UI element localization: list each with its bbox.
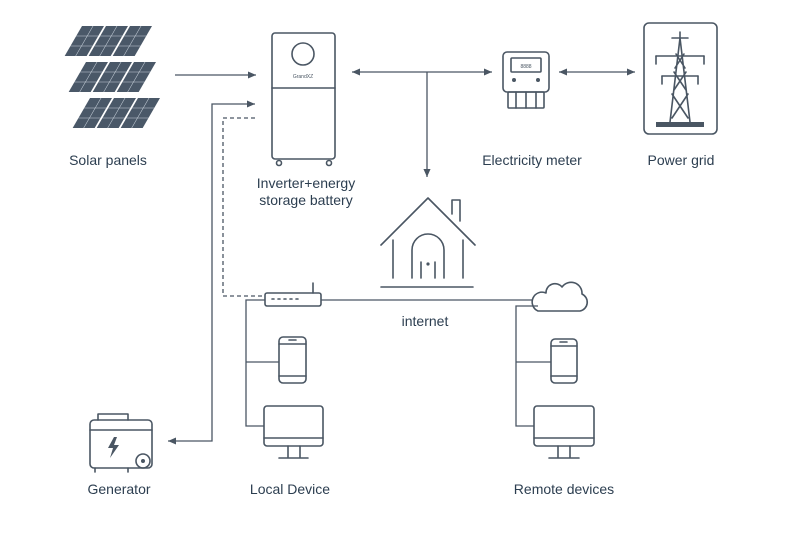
smartphone-icon <box>550 338 578 384</box>
cloud-icon <box>531 281 588 312</box>
solar-panels-label: Solar panels <box>69 152 147 168</box>
inverter-battery-icon: GrandXZ <box>271 32 336 167</box>
local-device-label: Local Device <box>249 481 331 497</box>
monitor-icon <box>263 405 324 459</box>
electricity-meter-label: Electricity meter <box>482 152 582 168</box>
inverter-label-line2: storage battery <box>259 192 353 208</box>
generator-label: Generator <box>87 481 151 497</box>
internet-label: internet <box>401 313 449 329</box>
house-icon <box>380 197 476 288</box>
inverter-brand: GrandXZ <box>293 74 313 80</box>
electricity-meter-icon: 8888 <box>502 51 550 109</box>
connection-lines <box>168 68 635 445</box>
solar-panel-icon <box>64 26 161 128</box>
power-grid-label: Power grid <box>647 152 715 168</box>
inverter-label: Inverter+energy storage battery <box>257 175 355 209</box>
remote-devices-label: Remote devices <box>513 481 615 497</box>
router-icon <box>264 282 322 307</box>
meter-display: 8888 <box>520 64 531 70</box>
monitor-icon <box>533 405 595 459</box>
transmission-tower-icon <box>643 22 718 135</box>
inverter-label-line1: Inverter+energy <box>256 175 356 191</box>
smartphone-icon <box>278 336 307 384</box>
generator-icon <box>89 413 153 473</box>
